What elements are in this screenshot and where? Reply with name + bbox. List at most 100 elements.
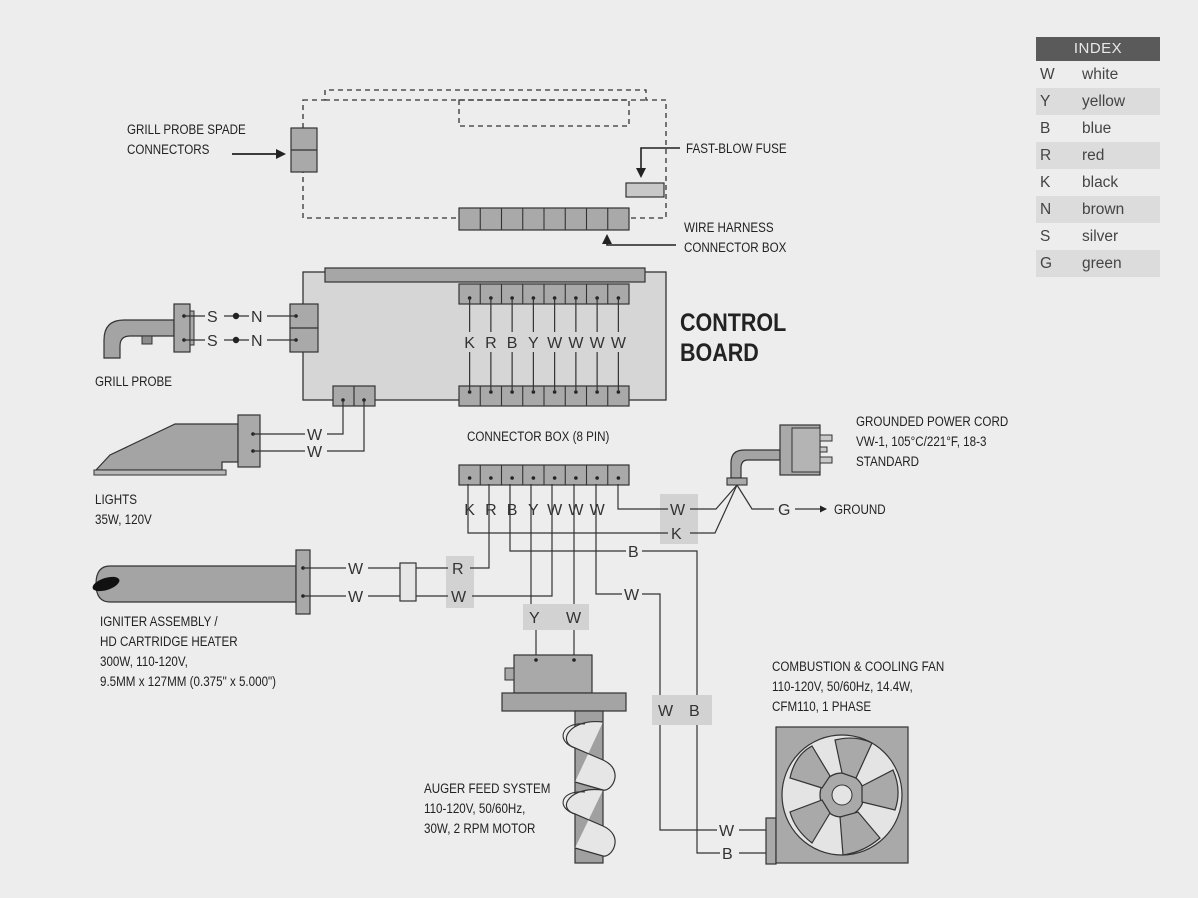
power-cord-line3: STANDARD [856,454,920,469]
fast-blow-fuse-label: FAST-BLOW FUSE [686,141,787,156]
box-pin-label: K [464,502,475,519]
board-pin-label: R [485,335,497,352]
controller-outline [302,89,667,219]
index-name: green [1082,255,1122,272]
fan-line2: 110-120V, 50/60Hz, 14.4W, [772,679,913,694]
index-name: yellow [1082,93,1126,110]
board-pin-label: W [547,335,563,352]
index-name: blue [1082,120,1112,137]
index-code: S [1040,228,1051,245]
fan-wire-w: W [719,823,735,840]
auger-wire-y: Y [529,610,540,627]
fan-feed-w: W [624,587,640,604]
board-light-connector [332,385,376,407]
light-wires: W W [253,400,365,461]
igniter-wires: W W R W [303,484,553,608]
igniter-line1: IGNITER ASSEMBLY / [100,614,218,629]
probe-wire-n2: N [251,333,263,350]
box-pin-dot [467,476,472,480]
lights-line2: 35W, 120V [95,512,152,527]
board-pin-label: K [464,335,475,352]
igniter-wire-w2: W [348,589,364,606]
index-code: G [1040,255,1053,272]
connector-box-8-pin [458,464,630,486]
igniter-box-r: R [452,561,464,578]
igniter-inline-connector [399,562,417,602]
box-pin-dot [595,476,599,480]
index-name: red [1082,147,1105,164]
box-pin-label: W [590,502,606,519]
index-code: B [1040,120,1051,137]
index-code: Y [1040,93,1051,110]
ground-wire-g: G [778,502,790,519]
combustion-cooling-fan [765,726,909,865]
box-pin-label: W [547,502,563,519]
igniter-wire-w1: W [348,561,364,578]
box-pin-label: Y [528,502,539,519]
fan-box-b: B [689,703,700,720]
grill-probe [103,303,195,359]
power-wire-w: W [670,502,686,519]
grounded-power-cord [726,424,833,486]
blue-wire-b: B [628,544,639,561]
index-name: black [1082,174,1119,191]
probe-wire-s1: S [207,309,218,326]
index-name: white [1082,66,1119,83]
harness-arrow [602,234,676,246]
index-name: silver [1082,228,1119,245]
index-name: brown [1082,201,1125,218]
fan-wire-b: B [722,846,733,863]
fan-wire-label-box [652,695,712,725]
power-cord-line2: VW-1, 105°C/221°F, 18-3 [856,434,987,449]
probe-wire-n1: N [251,309,263,326]
auger-motor [501,654,627,712]
grill-probe-spade-line2: CONNECTORS [127,142,210,157]
board-pin-label: W [568,335,584,352]
box-pin-dot [574,476,578,480]
board-pin-label: Y [528,335,539,352]
control-board-title: CONTROL BOARD [680,308,786,368]
fast-blow-fuse [625,182,665,198]
fan-feed-wires: B W W B W B [509,484,766,863]
probe-wire-s2: S [207,333,218,350]
board-pin-label: W [611,335,627,352]
auger-label: AUGER FEED SYSTEM 110-120V, 50/60Hz, 30W… [424,779,550,839]
box-pin-dot [510,476,514,480]
grill-probe-spade-connectors [290,127,318,173]
fan-line1: COMBUSTION & COOLING FAN [772,659,945,674]
light-wire-w1: W [307,427,323,444]
box-pin-dot [552,476,557,480]
auger-line2: 110-120V, 50/60Hz, [424,801,526,816]
light-wire-w2: W [307,444,323,461]
wire-harness-line1: WIRE HARNESS [684,220,774,235]
board-lower-connector [458,385,630,407]
wire-harness-connector-box [458,207,630,231]
box-pin-label: B [507,502,518,519]
grill-probe-label: GRILL PROBE [95,374,172,389]
igniter-line3: 300W, 110-120V, [100,654,188,669]
igniter-line2: HD CARTRIDGE HEATER [100,634,238,649]
index-code: K [1040,174,1051,191]
fan-line3: CFM110, 1 PHASE [772,699,872,714]
igniter-box-w: W [451,589,467,606]
grill-probe-spade-label: GRILL PROBE SPADE CONNECTORS [127,120,246,160]
control-board-title-line2: BOARD [680,339,759,367]
auger-wires: Y W [523,484,589,660]
power-wires: W K G [467,484,827,544]
igniter-line4: 9.5MM x 127MM (0.375" x 5.000") [100,674,277,689]
index-code: R [1040,147,1052,164]
box-pin-label: W [568,502,584,519]
auger-wire-w: W [566,610,582,627]
control-board-rail [324,267,646,283]
box-pin-dot [531,476,536,480]
